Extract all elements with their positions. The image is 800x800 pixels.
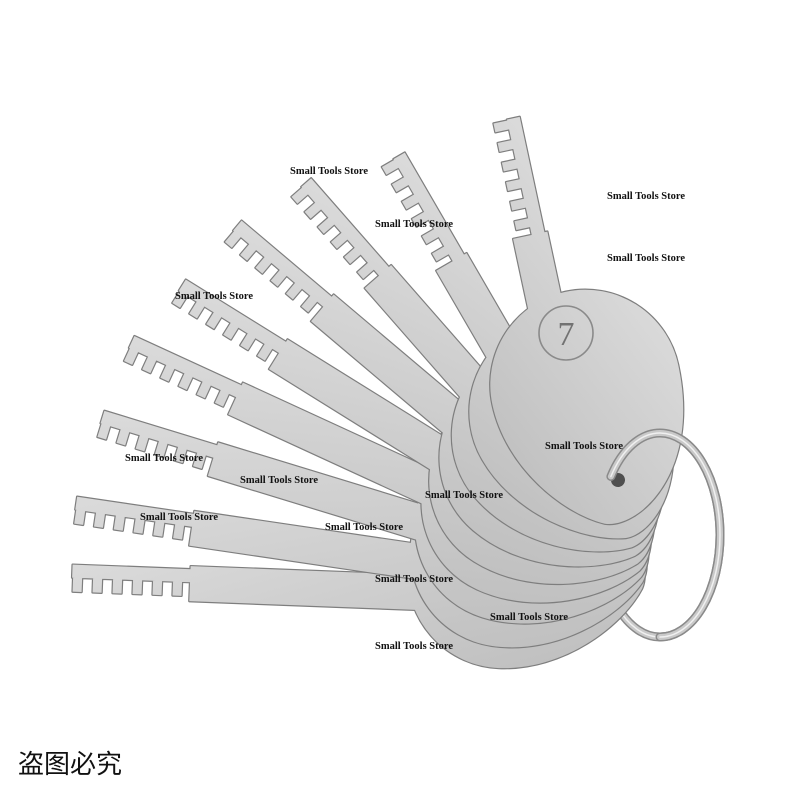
watermark-text: Small Tools Store xyxy=(375,219,453,230)
watermark-text: Small Tools Store xyxy=(375,641,453,652)
watermark-text: Small Tools Store xyxy=(140,512,218,523)
watermark-text: Small Tools Store xyxy=(607,191,685,202)
watermark-text: Small Tools Store xyxy=(375,574,453,585)
stamp-circle xyxy=(538,305,594,361)
watermark-text: Small Tools Store xyxy=(607,253,685,264)
watermark-text: Small Tools Store xyxy=(240,475,318,486)
key-ring-front xyxy=(606,428,725,642)
watermark-text: Small Tools Store xyxy=(290,166,368,177)
key-number-stamp: 7 xyxy=(538,305,594,361)
watermark-text: Small Tools Store xyxy=(545,441,623,452)
stamp-number: 7 xyxy=(558,316,575,353)
watermark-text: Small Tools Store xyxy=(175,291,253,302)
watermark-text: Small Tools Store xyxy=(125,453,203,464)
watermark-text: Small Tools Store xyxy=(425,490,503,501)
watermark-text: Small Tools Store xyxy=(325,522,403,533)
jiggler-key xyxy=(489,115,685,526)
jiggler-key-set xyxy=(70,115,685,670)
watermark-text: Small Tools Store xyxy=(490,612,568,623)
copyright-notice: 盗图必究 xyxy=(18,750,123,780)
key-body xyxy=(490,116,684,524)
